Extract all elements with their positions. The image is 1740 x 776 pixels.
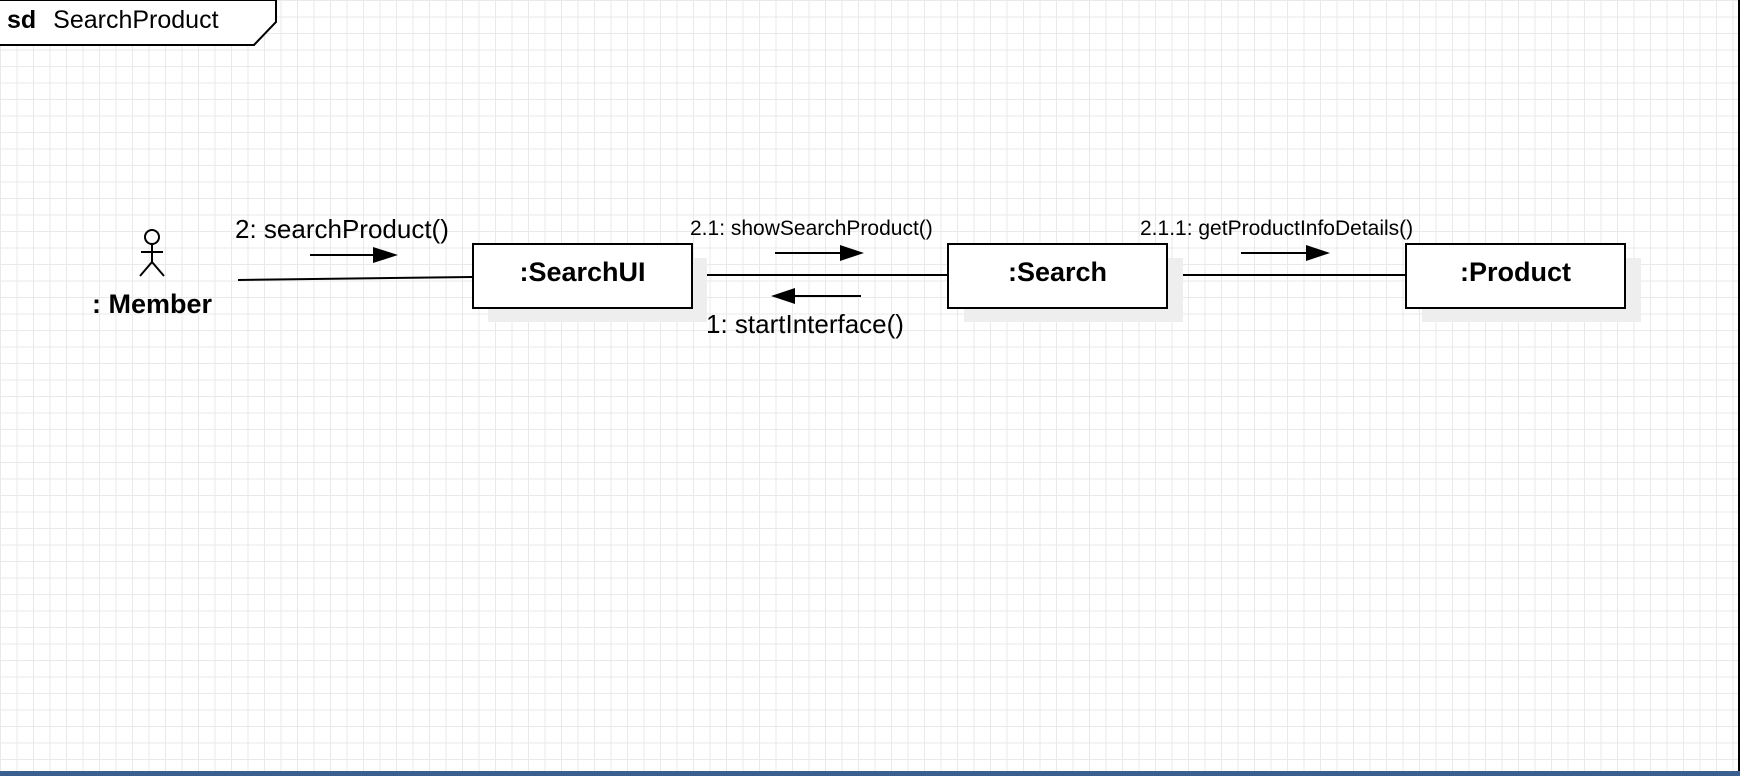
object-searchui[interactable]: :SearchUI [472,243,707,322]
actor-member[interactable]: : Member [92,229,213,319]
link-member-searchui[interactable] [237,276,473,281]
message-label: 1: startInterface() [706,309,904,339]
canvas-bottom-bar [0,771,1740,776]
message-show-search-product[interactable]: 2.1: showSearchProduct() [690,217,933,261]
canvas-right-border [1738,0,1740,771]
message-search-product[interactable]: 2: searchProduct() [235,214,449,263]
arrow-left-icon [771,288,795,304]
frame-title: sd SearchProduct [7,6,219,34]
object-product[interactable]: :Product [1405,243,1641,322]
object-box [472,243,693,309]
arrow-right-icon [840,245,864,261]
frame-tab-shape [0,0,277,46]
object-label: :SearchUI [519,257,645,287]
arrow-right-icon [373,247,398,263]
message-get-product-info-details[interactable]: 2.1.1: getProductInfoDetails() [1140,217,1413,261]
arrow-right-icon [1306,245,1330,261]
frame-keyword: sd [7,6,36,34]
stick-figure-icon [139,229,165,277]
message-start-interface[interactable]: 1: startInterface() [706,288,904,339]
object-label: :Product [1460,257,1571,287]
frame-name: SearchProduct [53,6,218,34]
message-label: 2: searchProduct() [235,214,449,244]
object-box [947,243,1168,309]
object-box [1405,243,1626,309]
frame-tab[interactable]: sd SearchProduct [0,0,277,46]
object-label: :Search [1008,257,1107,287]
message-label: 2.1: showSearchProduct() [690,217,933,240]
object-search[interactable]: :Search [947,243,1183,322]
message-label: 2.1.1: getProductInfoDetails() [1140,217,1413,240]
actor-label: : Member [92,289,213,319]
